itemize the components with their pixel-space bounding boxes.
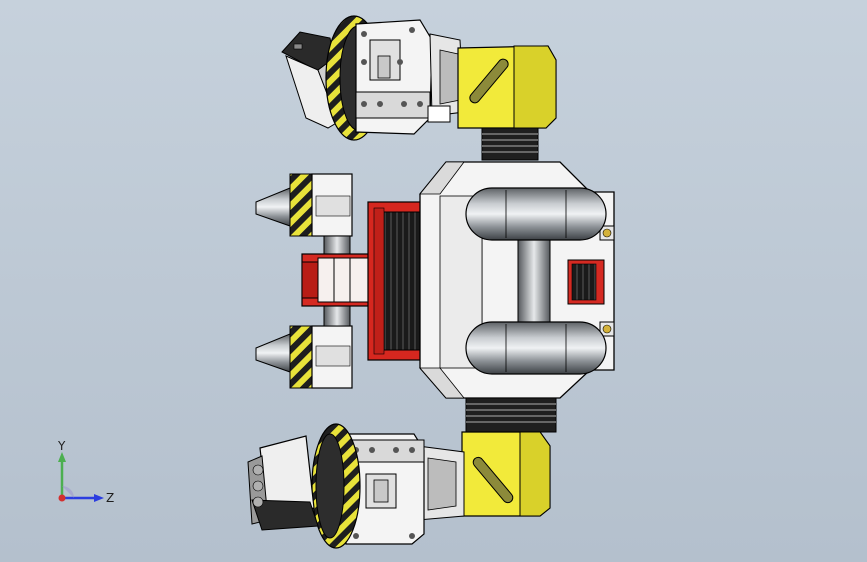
roller-spring-top: [323, 235, 351, 257]
left-rollers[interactable]: [255, 173, 383, 389]
tank-upper: [465, 187, 607, 241]
tank-lower: [465, 321, 607, 375]
rear-connector: [567, 259, 605, 305]
upper-arm-assembly[interactable]: [281, 15, 557, 161]
y-axis-arrow: [58, 452, 66, 462]
bottom-roller: [255, 325, 353, 389]
upper-white-body: [355, 19, 433, 135]
top-roller: [255, 173, 353, 237]
axis-triad: Y Z: [57, 440, 114, 505]
y-axis-label: Y: [57, 440, 66, 453]
lower-neck: [417, 445, 465, 521]
tank-link-bar: [517, 231, 551, 329]
twin-cylinder-tanks[interactable]: [465, 187, 607, 375]
lower-spring: [465, 397, 557, 433]
z-axis-label: Z: [106, 491, 114, 505]
roller-spring-bottom: [323, 303, 351, 327]
lower-gripper-head: [247, 435, 319, 531]
upper-neck: [427, 33, 465, 123]
lower-hazard-ring: [311, 423, 361, 549]
upper-spring: [481, 127, 539, 161]
x-axis-dot: [58, 494, 66, 502]
upper-yellow-joint: [457, 45, 557, 129]
triad-plane: [62, 486, 74, 498]
lower-arm-assembly[interactable]: [247, 397, 557, 549]
z-axis-arrow: [94, 494, 104, 502]
lower-yellow-joint: [461, 431, 551, 517]
